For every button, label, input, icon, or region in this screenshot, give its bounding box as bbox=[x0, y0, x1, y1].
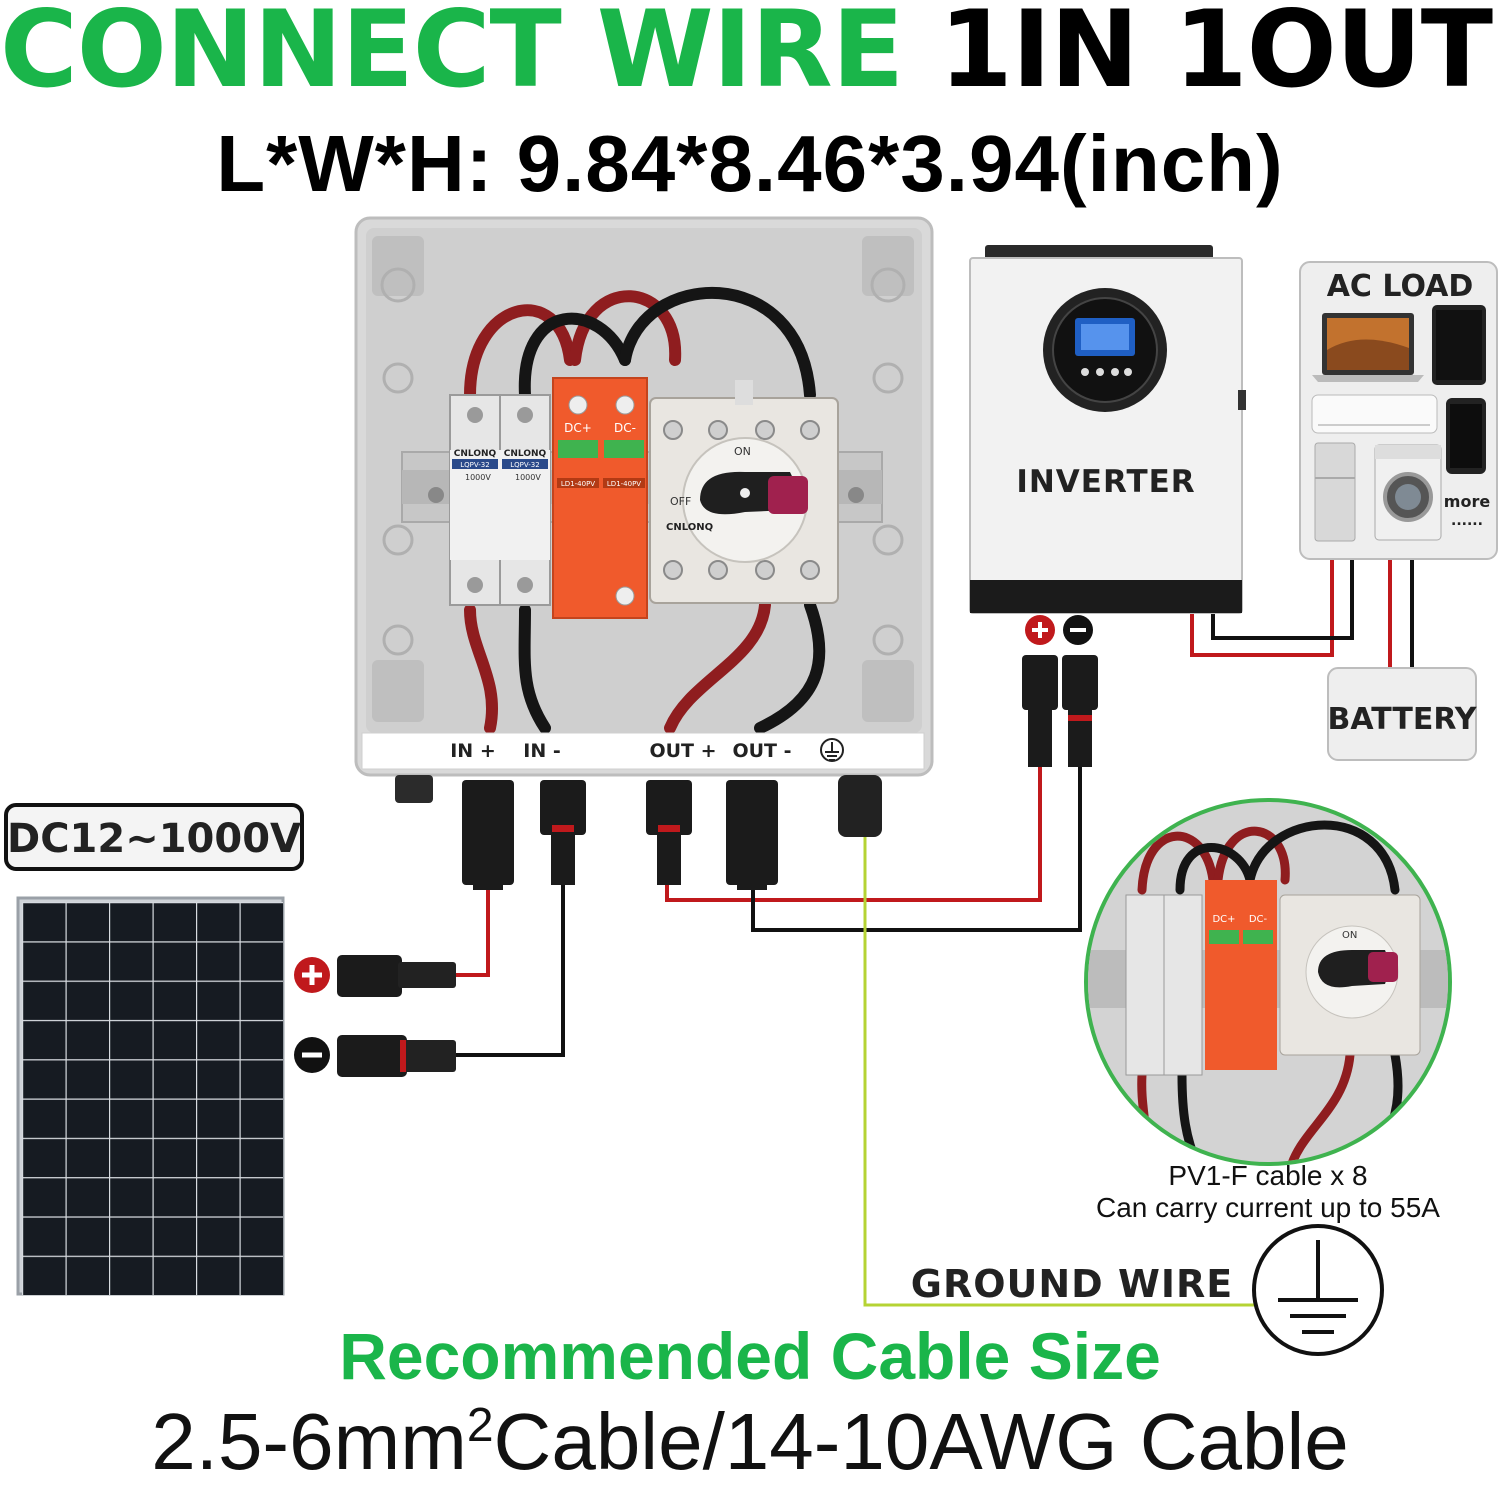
laptop-icon bbox=[1312, 313, 1424, 382]
voltage-label: DC12~1000V bbox=[7, 816, 301, 862]
terminal-in-minus: IN - bbox=[523, 740, 560, 762]
inset-spd-dc-minus: DC- bbox=[1249, 914, 1268, 925]
ground-terminal-icon bbox=[820, 738, 844, 762]
ground-wire-label: GROUND WIRE bbox=[911, 1262, 1233, 1306]
fuse-voltage-1: 1000V bbox=[465, 473, 491, 482]
switch-off-label: OFF bbox=[670, 495, 691, 508]
title-green: CONNECT WIRE bbox=[0, 0, 904, 111]
tablet-icon bbox=[1432, 305, 1486, 385]
terminal-out-plus: OUT + bbox=[649, 740, 716, 762]
air-conditioner-icon bbox=[1311, 394, 1438, 434]
inset-caption-line2: Can carry current up to 55A bbox=[1096, 1192, 1440, 1223]
ac-load: AC LOAD more ...... bbox=[1299, 261, 1498, 560]
fuse-model-2: LQPV-32 bbox=[510, 461, 539, 469]
surge-protector: DC+ DC- LD1-40PV LD1-40PV bbox=[552, 377, 648, 619]
inset-spd-dc-plus: DC+ bbox=[1212, 914, 1235, 925]
solar-panel bbox=[16, 896, 285, 1296]
isolator-switch: ON OFF CNLONQ bbox=[649, 380, 839, 604]
spd-dc-minus: DC- bbox=[614, 421, 636, 435]
box-connectors bbox=[395, 775, 882, 890]
spd-dc-plus: DC+ bbox=[564, 421, 592, 435]
cable-size-post: Cable/14-10AWG Cable bbox=[493, 1397, 1349, 1486]
fuse-voltage-2: 1000V bbox=[515, 473, 541, 482]
ground-icon bbox=[1252, 1224, 1384, 1356]
refrigerator-icon bbox=[1314, 442, 1356, 542]
page-title: CONNECT WIRE 1IN 1OUT bbox=[0, 0, 1500, 111]
recommended-cable-title: Recommended Cable Size bbox=[339, 1319, 1161, 1393]
fuse-brand-2: CNLONQ bbox=[504, 449, 547, 459]
panel-connectors bbox=[294, 955, 456, 1077]
phone-icon bbox=[1446, 398, 1486, 474]
cable-size-text: 2.5-6mm2Cable/14-10AWG Cable bbox=[0, 1396, 1500, 1488]
title-black: 1IN 1OUT bbox=[939, 0, 1493, 111]
inverter-connectors bbox=[1022, 615, 1098, 767]
cable-size-sup: 2 bbox=[466, 1399, 494, 1452]
fuse-holders: CNLONQ CNLONQ LQPV-32 LQPV-32 1000V 1000… bbox=[449, 394, 551, 606]
voltage-badge: DC12~1000V bbox=[4, 803, 304, 871]
terminal-in-plus: IN + bbox=[450, 740, 496, 762]
battery-label: BATTERY bbox=[1327, 702, 1477, 737]
inset-switch-on: ON bbox=[1342, 930, 1357, 941]
cable-size-pre: 2.5-6mm bbox=[151, 1397, 467, 1486]
inverter-label: INVERTER bbox=[1016, 464, 1195, 500]
battery: BATTERY bbox=[1327, 667, 1478, 761]
inverter: INVERTER bbox=[969, 245, 1246, 614]
ac-load-more: more bbox=[1444, 492, 1491, 511]
spd-model-1: LD1-40PV bbox=[561, 480, 595, 488]
switch-on-label: ON bbox=[734, 445, 751, 458]
ac-load-title: AC LOAD bbox=[1327, 269, 1474, 304]
switch-brand: CNLONQ bbox=[666, 522, 713, 533]
dimensions-text: L*W*H: 9.84*8.46*3.94(inch) bbox=[216, 119, 1284, 208]
spd-model-2: LD1-40PV bbox=[607, 480, 641, 488]
combiner-box: CNLONQ CNLONQ LQPV-32 LQPV-32 1000V 1000… bbox=[354, 216, 934, 777]
fuse-brand-1: CNLONQ bbox=[454, 449, 497, 459]
ac-load-dots: ...... bbox=[1451, 513, 1483, 529]
fuse-model-1: LQPV-32 bbox=[460, 461, 489, 469]
inset-caption-line1: PV1-F cable x 8 bbox=[1168, 1160, 1367, 1191]
washing-machine-icon bbox=[1374, 444, 1442, 541]
detail-inset: DC+ DC- ON bbox=[1084, 798, 1452, 1166]
terminal-out-minus: OUT - bbox=[732, 740, 791, 762]
